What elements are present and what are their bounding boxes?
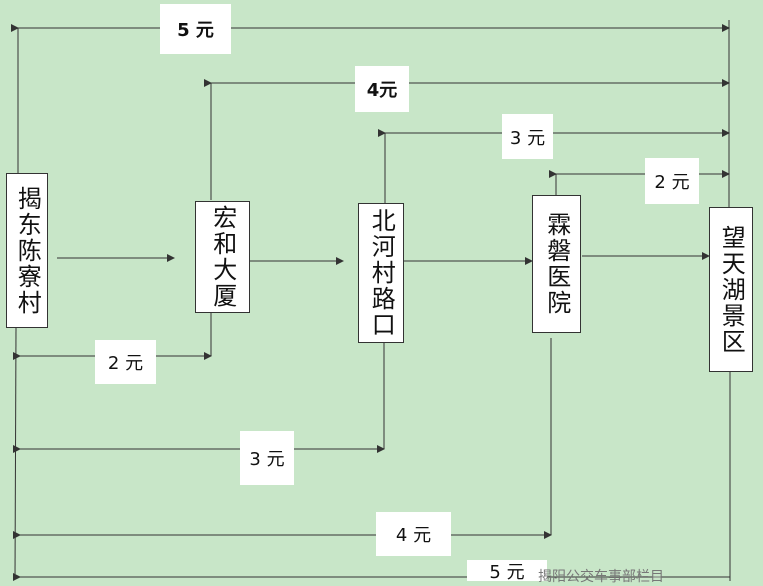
fare-label-bottom-5: 5 元 [467, 560, 547, 583]
fare-line-left-bottom [14, 327, 17, 579]
fare-label-bottom-3: 3 元 [240, 431, 294, 485]
stop-box-2: 宏和大厦 [195, 201, 250, 313]
fare-label-top-2: 2 元 [645, 158, 699, 204]
watermark-text: 揭阳公交车事部栏目 [538, 569, 664, 585]
stop-box-1: 揭东陈寮村 [6, 173, 48, 328]
stop-box-4: 霖磐医院 [532, 195, 581, 333]
fare-label-top-3: 3 元 [502, 114, 553, 159]
fare-label-bottom-4: 4 元 [376, 512, 451, 556]
fare-label-top-4: 4元 [355, 66, 409, 112]
fare-label-top-5: 5 元 [160, 4, 231, 54]
stop-box-3: 北河村路口 [358, 203, 404, 343]
stop-box-5: 望天湖景区 [709, 207, 753, 372]
fare-label-bottom-2: 2 元 [95, 340, 156, 384]
